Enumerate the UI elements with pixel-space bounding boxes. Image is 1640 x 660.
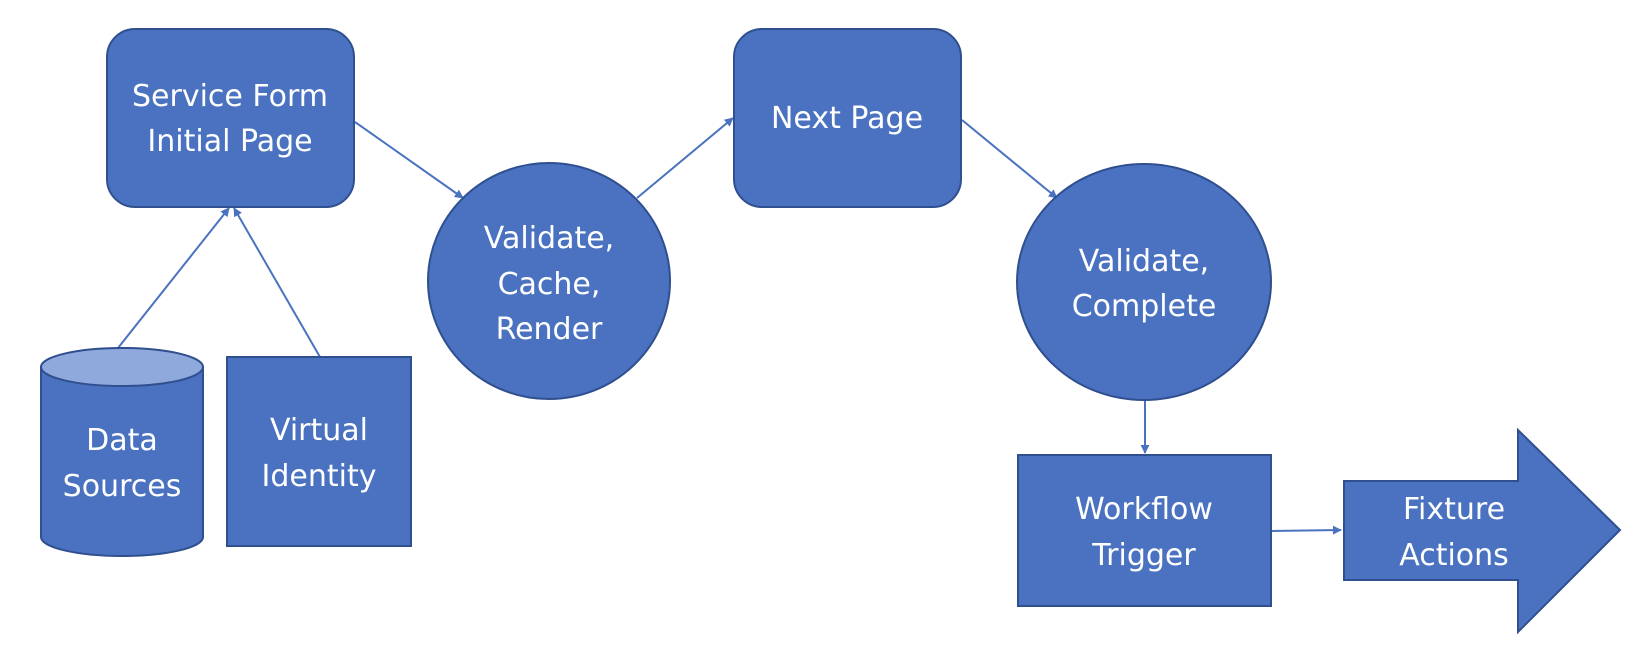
connector-service-form-to-validate-cache (354, 121, 464, 199)
data-sources-label-line2: Sources (63, 469, 182, 504)
validate-cache-render-label-line2: Cache, (498, 267, 601, 302)
next-page-label: Next Page (771, 101, 923, 136)
connector-virtual-identity-to-service-form (233, 207, 321, 358)
workflow-trigger-label-line1: Workflow (1075, 492, 1213, 527)
validate-complete-label-line2: Complete (1072, 289, 1217, 324)
workflow-trigger-shape (1017, 454, 1272, 607)
fixture-actions-label-line2: Actions (1399, 538, 1509, 573)
data-sources-node: Data Sources (40, 347, 204, 557)
connector-validate-cache-to-next-page (636, 117, 734, 199)
data-sources-label-line1: Data (86, 423, 158, 458)
service-form-shape (106, 28, 355, 208)
connector-next-page-to-validate-complete (961, 119, 1058, 199)
validate-cache-render-shape (427, 162, 671, 400)
virtual-identity-label-line2: Identity (262, 459, 377, 494)
validate-complete-node: Validate, Complete (1016, 163, 1272, 401)
validate-cache-render-label-line1: Validate, (484, 221, 614, 256)
service-form-label-line1: Service Form (132, 79, 328, 114)
fixture-actions-label-line1: Fixture (1403, 492, 1505, 527)
service-form-label-line2: Initial Page (147, 124, 312, 159)
validate-cache-render-label-line3: Render (496, 312, 603, 347)
workflow-trigger-node: Workflow Trigger (1017, 454, 1272, 607)
fixture-actions-arrow-shape (1343, 427, 1622, 635)
connector-data-sources-to-service-form (117, 207, 230, 349)
virtual-identity-node: Virtual Identity (226, 356, 412, 547)
virtual-identity-label-line1: Virtual (270, 413, 368, 448)
connector-workflow-trigger-to-fixture-actions (1269, 525, 1342, 535)
virtual-identity-shape (226, 356, 412, 547)
service-form-node: Service Form Initial Page (106, 28, 355, 208)
validate-complete-label-line1: Validate, (1079, 244, 1209, 279)
connectors (117, 117, 1342, 535)
validate-complete-shape (1016, 163, 1272, 401)
fixture-actions-node: Fixture Actions (1343, 427, 1622, 635)
next-page-node: Next Page (733, 28, 962, 208)
next-page-shape (733, 28, 962, 208)
workflow-trigger-label-line2: Trigger (1091, 538, 1196, 573)
data-sources-cylinder-top (40, 347, 204, 387)
validate-cache-render-node: Validate, Cache, Render (427, 162, 671, 400)
data-sources-cylinder-body (40, 366, 204, 557)
